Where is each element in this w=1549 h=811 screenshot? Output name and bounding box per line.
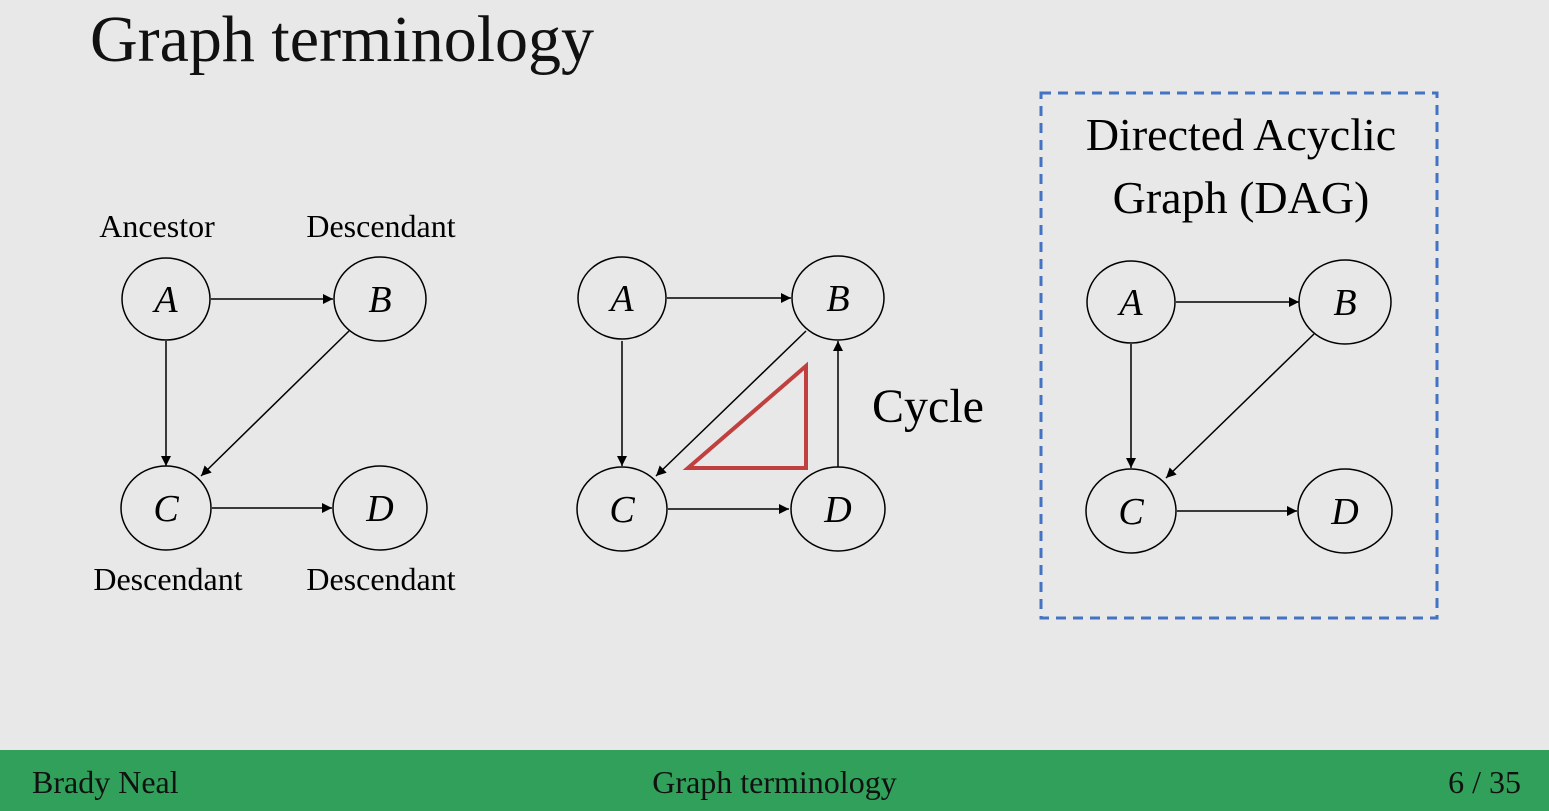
dag-title-line1: Directed Acyclic — [1086, 109, 1396, 160]
node-d-label: D — [823, 489, 851, 531]
edge-b-c — [200, 330, 350, 477]
descendant-label-c: Descendant — [93, 561, 242, 597]
ancestor-descendant-graph: Ancestor Descendant Descendant Descendan… — [93, 208, 455, 597]
graph-diagrams: Ancestor Descendant Descendant Descendan… — [93, 91, 1439, 620]
dag-graph: Directed Acyclic Graph (DAG) A B C D — [1039, 91, 1439, 620]
node-c-label: C — [153, 488, 179, 530]
node-b — [333, 256, 427, 342]
edge-b-c — [655, 330, 807, 477]
node-c-label: C — [1118, 491, 1144, 533]
node-a — [577, 256, 667, 340]
node-a-label: A — [1116, 282, 1143, 324]
node-b-label: B — [1333, 282, 1356, 324]
cycle-label: Cycle — [872, 380, 984, 433]
node-a-label: A — [607, 278, 634, 320]
ancestor-label: Ancestor — [99, 208, 215, 244]
node-d — [1297, 468, 1393, 554]
node-b-label: B — [826, 278, 849, 320]
node-d — [790, 466, 886, 552]
node-a — [121, 257, 211, 341]
node-b — [1298, 259, 1392, 345]
node-b — [791, 255, 885, 341]
slide-title: Graph terminology — [90, 3, 595, 76]
node-c — [120, 465, 212, 551]
cycle-graph: A B C D Cycle — [576, 255, 984, 552]
node-c — [1085, 468, 1177, 554]
node-b-label: B — [368, 279, 391, 321]
dag-title-line2: Graph (DAG) — [1113, 172, 1370, 223]
node-c-label: C — [609, 489, 635, 531]
footer-page-number: 6 / 35 — [1448, 764, 1521, 800]
node-a-label: A — [151, 279, 178, 321]
cycle-triangle — [682, 361, 808, 470]
footer-section: Graph terminology — [652, 764, 897, 800]
descendant-label-b: Descendant — [306, 208, 455, 244]
node-c — [576, 466, 668, 552]
node-d-label: D — [365, 488, 393, 530]
footer-author: Brady Neal — [32, 764, 179, 800]
edge-b-c — [1165, 333, 1315, 479]
node-d-label: D — [1330, 491, 1358, 533]
descendant-label-d: Descendant — [306, 561, 455, 597]
node-d — [332, 465, 428, 551]
footer-bar: Graph terminology Brady Neal 6 / 35 — [0, 750, 1549, 811]
node-a — [1086, 260, 1176, 344]
